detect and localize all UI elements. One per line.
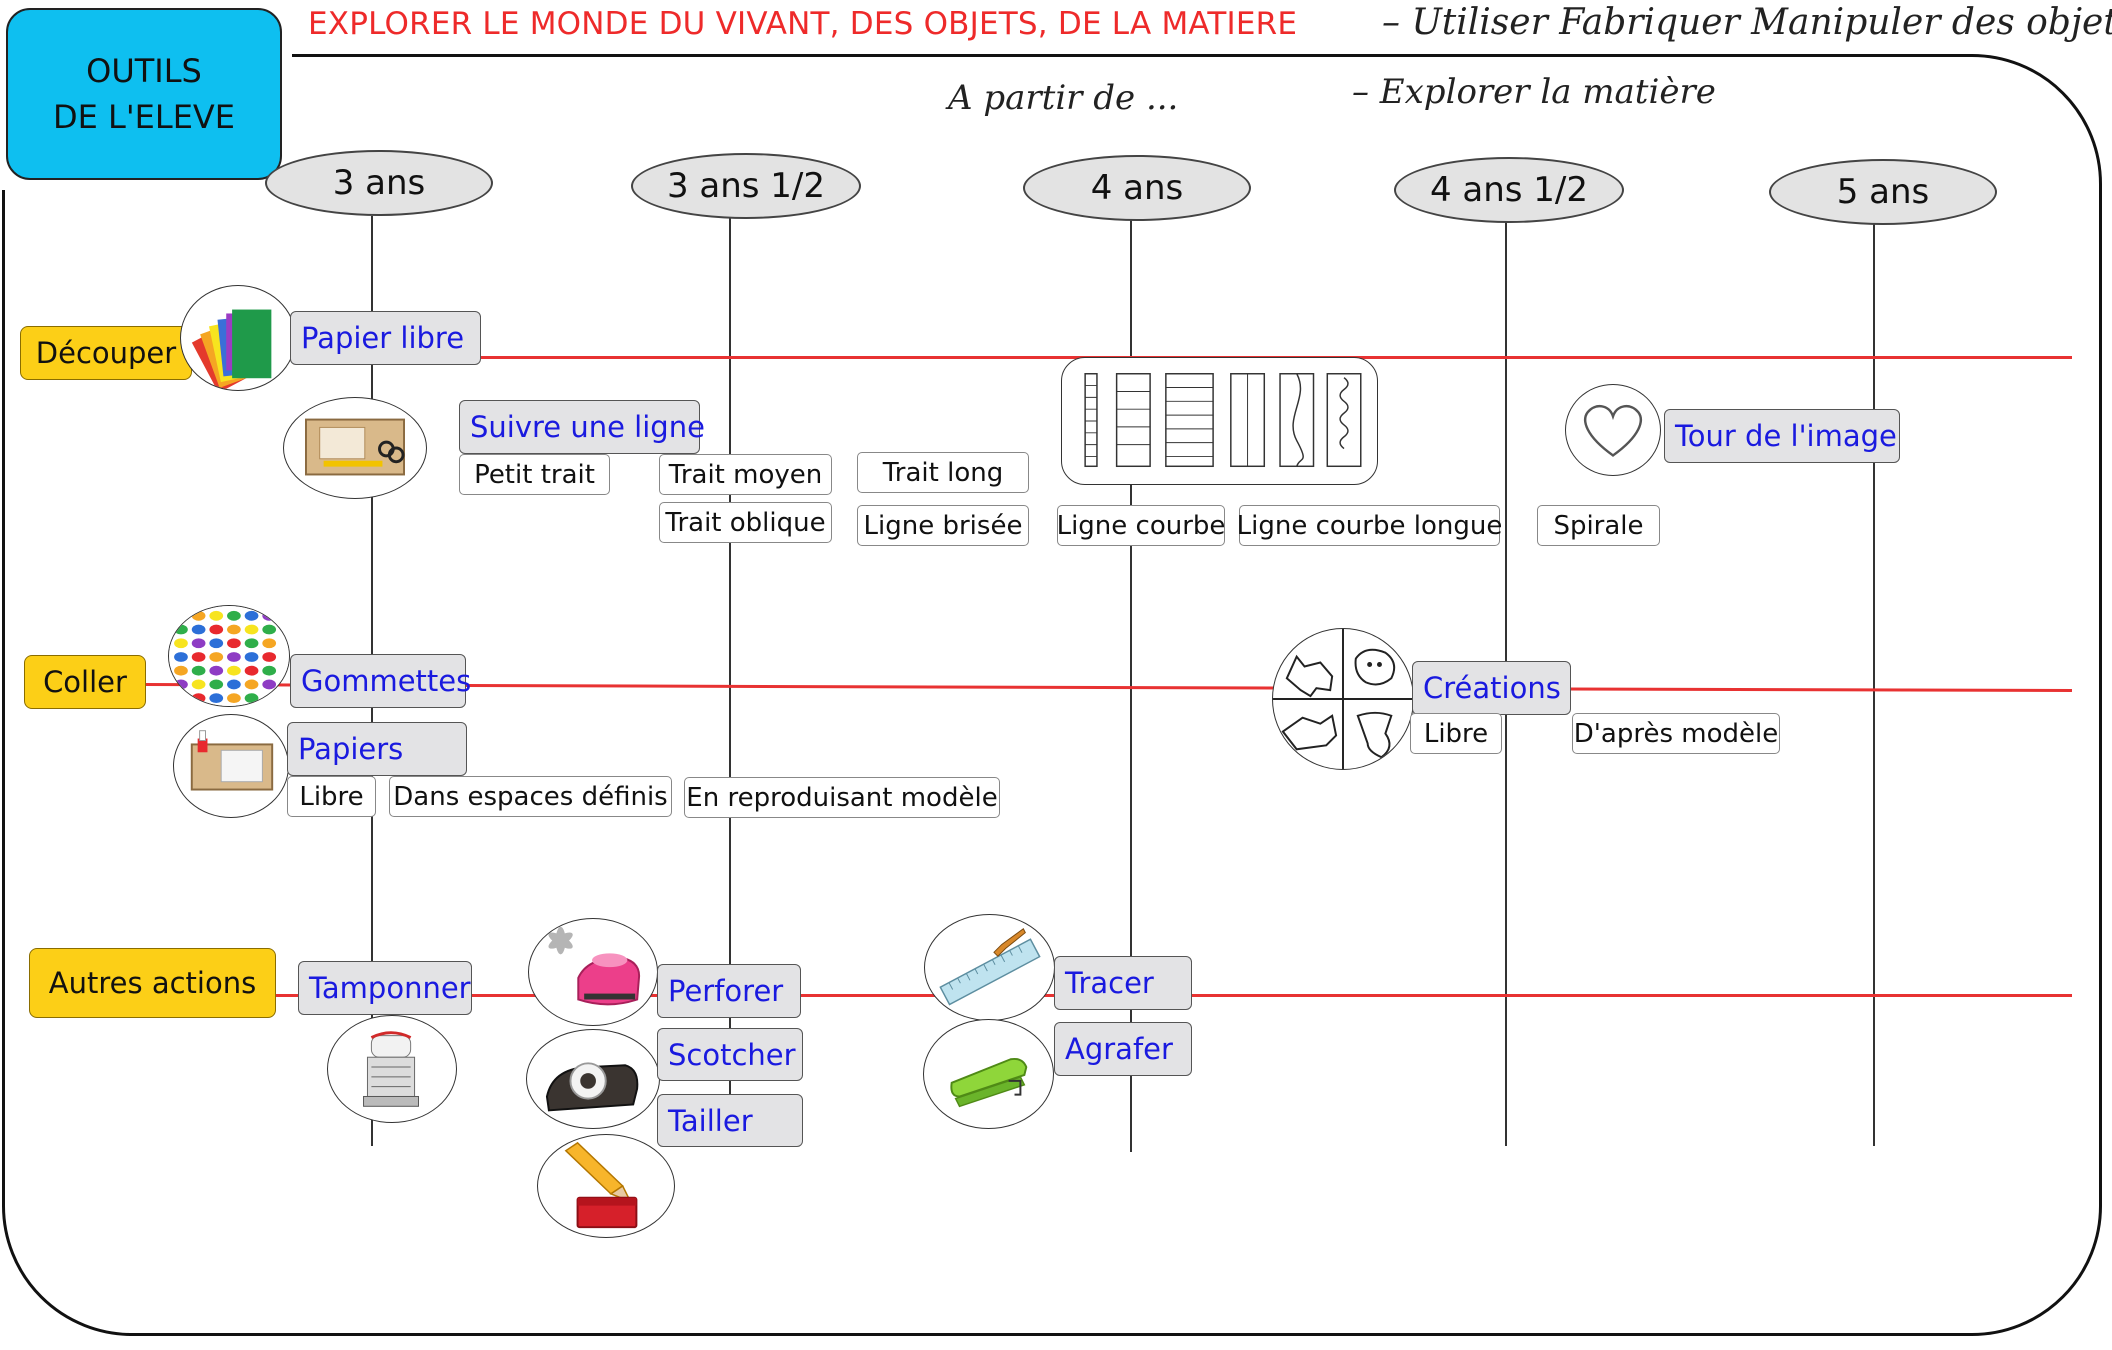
matter-subtitle: – Explorer la matière (1352, 72, 1716, 112)
age-line-4 (1130, 216, 1132, 1152)
tool-free-paper: Papier libre (290, 311, 481, 365)
age-3-5-ellipse: 3 ans 1/2 (631, 153, 861, 219)
page-title: EXPLORER LE MONDE DU VIVANT, DES OBJETS,… (308, 6, 1298, 42)
label-creations-free: Libre (1410, 713, 1502, 754)
age-4-ellipse: 4 ans (1023, 155, 1251, 221)
age-subtitle: A partir de ... (948, 78, 1179, 118)
label-short-line: Petit trait (459, 454, 610, 495)
colored-paper-picture (180, 285, 296, 391)
tool-shape-outline: Tour de l'image (1664, 409, 1900, 463)
tool-stickers: Gommettes (290, 654, 471, 708)
label-defined-spaces: Dans espaces définis (389, 776, 672, 817)
label-broken-line: Ligne brisée (857, 505, 1029, 546)
category-glue: Coller (24, 655, 146, 709)
age-4-5-ellipse: 4 ans 1/2 (1394, 157, 1624, 223)
tool-tape: Scotcher (657, 1028, 803, 1081)
label-oblique-line: Trait oblique (659, 502, 832, 543)
tool-papers: Papiers (287, 722, 467, 776)
age-line-5 (1873, 216, 1875, 1146)
tool-punch: Perforer (657, 964, 801, 1018)
page-title-script: – Utiliser Fabriquer Manipuler des objet… (1382, 2, 2112, 43)
heart-outline-picture (1565, 384, 1661, 476)
label-long-line: Trait long (857, 452, 1029, 493)
age-3-ellipse: 3 ans (265, 150, 493, 216)
tool-follow-line: Suivre une ligne (459, 400, 705, 454)
student-tools-box: OUTILS DE L'ELEVE (6, 8, 282, 180)
stamp-picture (327, 1015, 457, 1123)
ruler-pencil-picture (924, 914, 1055, 1021)
paper-tray-picture (173, 714, 289, 818)
hole-punch-picture (528, 918, 658, 1026)
tool-stamp: Tamponner (298, 961, 472, 1015)
label-glue-free: Libre (287, 776, 376, 817)
tool-draw: Tracer (1054, 956, 1192, 1010)
category-other-actions: Autres actions (29, 948, 276, 1018)
tool-sharpen: Tailler (657, 1094, 803, 1147)
age-line-3-5 (729, 216, 731, 1146)
creations-picture (1272, 628, 1414, 770)
cutting-tray-picture (283, 397, 427, 499)
stapler-picture (923, 1019, 1054, 1129)
label-long-curved-line: Ligne courbe longue (1237, 505, 1502, 546)
category-cut: Découper (20, 326, 192, 380)
stickers-picture (168, 605, 290, 707)
label-curved-line: Ligne courbe (1057, 505, 1225, 546)
pencil-sharpener-picture (537, 1134, 675, 1238)
label-from-model: D'après modèle (1572, 713, 1780, 754)
tool-staple: Agrafer (1054, 1022, 1192, 1076)
tape-dispenser-picture (526, 1029, 660, 1129)
label-spiral: Spirale (1537, 505, 1660, 546)
label-reproduce-model: En reproduisant modèle (684, 777, 1000, 818)
tool-creations: Créations (1412, 661, 1571, 715)
label-medium-line: Trait moyen (659, 454, 832, 495)
line-patterns-picture (1061, 357, 1378, 485)
age-5-ellipse: 5 ans (1769, 159, 1997, 225)
